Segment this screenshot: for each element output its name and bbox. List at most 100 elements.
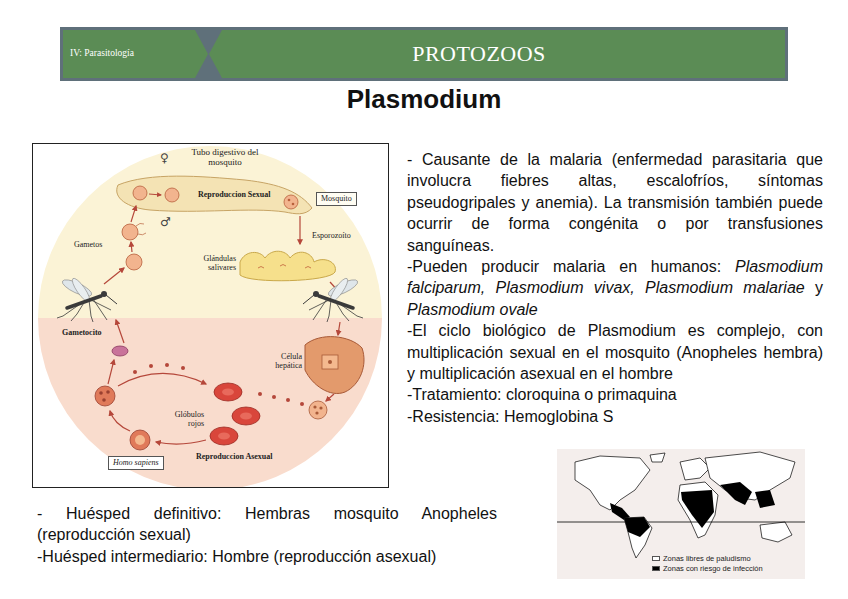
stage-label: Reproduccion Asexual	[196, 452, 273, 461]
blood-stage	[218, 433, 230, 440]
liver-stage	[328, 360, 332, 364]
stage-label: Gametos	[74, 240, 102, 249]
gamete-cells	[136, 223, 146, 234]
mosquito-gut	[292, 203, 295, 206]
header-banner: PROTOZOOS	[209, 30, 785, 78]
mosquito-gut	[117, 176, 312, 214]
body-text: -Tratamiento: cloroquina o primaquina	[407, 384, 823, 405]
mosquito-gut	[165, 188, 179, 202]
gamete-cells	[122, 224, 138, 240]
text-paragraph: -Pueden producir malaria en humanos: Pla…	[407, 256, 823, 320]
stage-label: Célula hepática	[258, 352, 302, 370]
stage-label: Glóbulos rojos	[164, 410, 204, 428]
mosquito-drawing	[313, 291, 319, 297]
salivary-gland	[240, 251, 335, 281]
world-map	[610, 503, 630, 520]
liver-stage	[315, 411, 318, 414]
world-map	[575, 456, 650, 510]
legend-swatch	[652, 556, 660, 561]
liver-stage	[300, 402, 304, 406]
world-map	[650, 453, 665, 462]
blood-stage	[222, 389, 234, 396]
body-text: -Huésped intermediario: Hombre (reproduc…	[37, 546, 497, 567]
blood-stage	[130, 430, 150, 450]
mosquito-drawing	[303, 276, 363, 322]
liver-stage	[272, 395, 276, 399]
body-text: - Causante de la malaria (enfermedad par…	[407, 149, 823, 256]
life-cycle-illustration	[38, 146, 382, 487]
world-map	[557, 522, 805, 523]
legend-item: Zonas libres de paludismo	[652, 553, 763, 563]
stage-label: Reproduccion Sexual	[198, 190, 271, 199]
text-column: - Huésped definitivo: Hembras mosquito A…	[37, 503, 497, 567]
salivary-gland	[258, 265, 311, 269]
life-cycle-illustration	[38, 146, 382, 318]
stage-label: Tubo digestivo del mosquito	[184, 147, 266, 168]
mosquito-drawing	[303, 295, 314, 304]
body-text: -Resistencia: Hemoglobina S	[407, 406, 823, 427]
body-text: y	[815, 279, 823, 296]
mosquito-drawing	[106, 295, 117, 304]
blood-stage	[95, 320, 260, 450]
species-name: Plasmodium malariae	[645, 279, 805, 296]
world-map	[624, 517, 650, 537]
gamete-cells	[131, 206, 136, 222]
legend-swatch	[652, 566, 660, 571]
stage-label: Glándulas salivares	[188, 254, 236, 272]
sex-symbol: ♂	[160, 216, 171, 230]
blood-stage	[116, 320, 124, 343]
blood-stage	[102, 398, 106, 402]
blood-stage	[99, 391, 103, 395]
header-tab-shape	[63, 30, 208, 78]
world-map	[760, 522, 792, 542]
host-box: Mosquito	[316, 192, 357, 206]
blood-stage	[156, 440, 206, 444]
blood-stage	[118, 373, 206, 386]
liver-stage	[313, 405, 316, 408]
body-text: - Huésped definitivo: Hembras mosquito A…	[37, 503, 497, 546]
liver-stage	[258, 322, 364, 419]
liver-stage	[305, 337, 364, 394]
blood-stage	[240, 413, 252, 420]
mosquito-drawing	[101, 291, 107, 297]
mosquito-drawing	[309, 299, 363, 322]
blood-stage	[210, 427, 238, 445]
gamete-cells	[126, 254, 142, 270]
gamete-cells	[104, 206, 146, 284]
liver-stage	[338, 322, 340, 335]
blood-stage	[133, 370, 137, 374]
blood-stage	[95, 386, 115, 406]
liver-stage	[258, 392, 262, 396]
world-map	[678, 482, 718, 538]
world-map	[720, 482, 752, 505]
life-cycle-illustration	[33, 144, 389, 491]
header-tab: IV: Parasitología	[63, 30, 208, 78]
blood-stage	[214, 383, 242, 401]
blood-stage	[112, 346, 128, 356]
body-text: -Pueden producir malaria en humanos:	[407, 258, 721, 275]
node-text: Homo sapiens	[113, 458, 159, 468]
blood-stage	[110, 411, 130, 431]
world-map	[624, 517, 652, 558]
sex-symbol: ♀	[160, 152, 169, 166]
node-text: Mosquito	[321, 194, 352, 204]
node-text: PROTOZOOS	[412, 41, 546, 67]
world-map	[557, 449, 805, 579]
liver-stage	[309, 401, 327, 419]
legend-item: Zonas con riesgo de infección	[652, 563, 763, 573]
header-frame	[60, 27, 788, 81]
map-legend: Zonas libres de paludismoZonas con riesg…	[652, 553, 763, 573]
blood-stage	[106, 390, 110, 394]
mosquito-drawing	[57, 299, 111, 322]
text-column: - Causante de la malaria (enfermedad par…	[407, 149, 823, 427]
header-frame	[60, 27, 788, 81]
host-box: Homo sapiens	[108, 456, 164, 470]
legend-text: Zonas con riesgo de infección	[663, 564, 763, 573]
body-text: -El ciclo biológico de Plasmodium es com…	[407, 320, 823, 384]
blood-stage	[108, 360, 114, 384]
liver-stage	[322, 355, 338, 369]
stage-label: Gametocito	[62, 328, 102, 337]
mosquito-drawing	[57, 276, 117, 322]
blood-stage	[149, 364, 153, 368]
blood-stage	[232, 407, 260, 425]
